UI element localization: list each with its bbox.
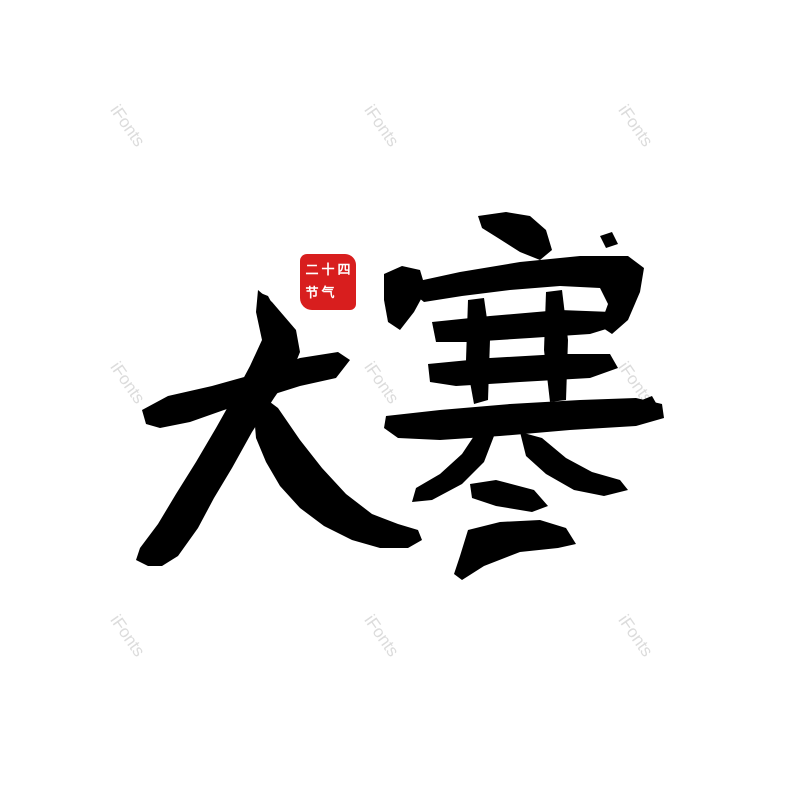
seal-stamp: 二 十 四 节 气 bbox=[300, 254, 356, 310]
seal-char: 节 bbox=[305, 286, 319, 301]
seal-char: 十 bbox=[321, 263, 335, 278]
seal-char: 四 bbox=[337, 263, 351, 278]
character-da bbox=[136, 290, 422, 566]
seal-char: 气 bbox=[321, 286, 335, 301]
character-han bbox=[384, 212, 664, 580]
seal-char: 二 bbox=[305, 263, 319, 278]
